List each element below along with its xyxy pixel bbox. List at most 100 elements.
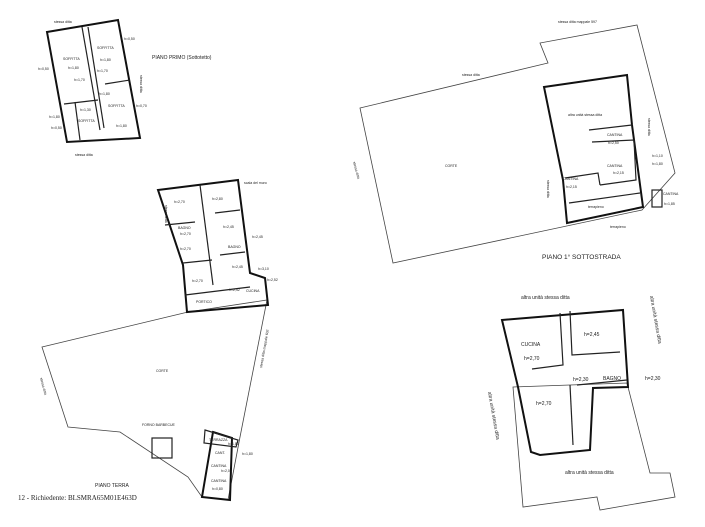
room-label: FORNO BARBECUE: [142, 423, 176, 427]
note-label: stessa ditta: [75, 153, 93, 157]
note-label: stessa ditta: [647, 118, 651, 136]
height-label: h=2,30: [573, 377, 589, 383]
room-label: SOFFITTA: [108, 104, 125, 108]
interior-wall: [569, 310, 621, 356]
plan-title: PIANO TERRA: [95, 483, 129, 489]
interior-wall: [164, 221, 196, 226]
height-label: h=2,52: [267, 278, 278, 282]
height-label: h=1,70: [97, 69, 108, 73]
plan-unita: CUCINA h=2,70 h=2,45 h=2,30 BAGNO h=2,30…: [486, 295, 676, 511]
height-label: h=2,50: [608, 141, 619, 145]
note-label: altra unità stessa ditta: [521, 295, 570, 301]
note-label: altra unità stessa ditta: [486, 391, 500, 440]
note-label: altra unità stessa ditta: [565, 470, 614, 476]
interior-wall: [576, 379, 628, 386]
height-label: h=1,85: [664, 202, 675, 206]
height-label: h=0,70: [136, 104, 147, 108]
interior-wall: [219, 251, 246, 256]
height-label: h=0,50: [124, 37, 135, 41]
interior-wall: [199, 184, 214, 286]
height-label: h=1,80: [652, 162, 663, 166]
note-label: terrapieno: [588, 205, 604, 209]
room-label: PORTICO: [196, 300, 212, 304]
cantina-small: [651, 189, 663, 208]
room-label: SOFFITTA: [78, 119, 95, 123]
interior-wall: [568, 192, 641, 204]
note-label: stessa ditta: [54, 20, 72, 24]
height-label: h=1,80: [99, 92, 110, 96]
plan-piano-sottostrada: CORTE altra unità stessa ditta CANTINA h…: [352, 20, 679, 264]
height-label: h=0,80: [212, 487, 223, 491]
room-label: CANT.: [215, 451, 225, 455]
plan-title: PIANO PRIMO (Sottotetto): [152, 55, 212, 61]
height-label: h=0,50: [51, 126, 62, 130]
height-label: h=2,70: [180, 247, 191, 251]
interior-wall: [564, 172, 601, 186]
plan-title: PIANO 1° SOTTOSTRADA: [542, 253, 621, 261]
interior-wall: [214, 209, 241, 214]
interior-wall: [87, 26, 105, 129]
height-label: h=1,80: [68, 66, 79, 70]
room-label: BAGNO: [178, 226, 191, 230]
building-outline: [542, 73, 645, 225]
height-label: h=2,42: [229, 288, 240, 292]
note-label: stessa ditta: [139, 75, 143, 93]
height-label: h=0,50: [38, 67, 49, 71]
height-label: h=2,70: [180, 232, 191, 236]
room-label: CUCINA: [521, 342, 541, 348]
building-outline: [45, 18, 142, 144]
height-label: h=1,80: [228, 442, 239, 446]
room-label: CUCINA: [246, 289, 260, 293]
room-label: CANTINA: [607, 133, 623, 137]
interior-wall: [74, 101, 81, 141]
height-label: h=2,80: [212, 197, 223, 201]
height-label: h=1,10: [652, 154, 663, 158]
interior-wall: [569, 384, 574, 446]
interior-wall: [104, 79, 131, 85]
room-label: CANTINA: [607, 164, 623, 168]
lot-outline: [359, 24, 676, 264]
plan-piano-terra: h=2,70 h=2,80 BAGNO h=2,70 h=2,45 h=2,45…: [39, 178, 278, 502]
height-label: h=1,30: [80, 108, 91, 112]
other-unit-label: altra unità stessa ditta: [568, 113, 602, 117]
room-label: CANTINA: [563, 177, 579, 181]
height-label: h=2,45: [223, 225, 234, 229]
height-label: h=1,80: [100, 58, 111, 62]
note-label: stessa ditta: [352, 161, 360, 179]
note-label: altra unità stessa ditta: [648, 295, 662, 344]
height-label: h=2,45: [252, 235, 263, 239]
room-label: BAGNO: [603, 376, 621, 382]
room-label: SOFFITTA: [97, 46, 114, 50]
note-label: stessa ditta mappale 602: [259, 329, 270, 368]
building-outline: [156, 178, 270, 314]
height-label: h=2,15: [613, 171, 624, 175]
interior-wall: [63, 99, 99, 105]
height-label: h=2,45: [232, 265, 243, 269]
room-label: SOFFITTA: [63, 57, 80, 61]
room-label: CANTINA: [211, 479, 227, 483]
height-label: h=2,15: [566, 185, 577, 189]
height-label: h=3,10: [258, 267, 269, 271]
corte-label: CORTE: [156, 369, 169, 373]
interior-wall: [184, 286, 251, 296]
interior-wall: [81, 26, 101, 131]
height-label: h=1,80: [242, 452, 253, 456]
room-label: CANTINA: [211, 464, 227, 468]
room-label: TERRAZZA: [209, 438, 228, 442]
height-label: h=2,70: [174, 200, 185, 204]
interior-wall: [588, 124, 633, 131]
lot-outline: [512, 382, 676, 511]
height-label: h=2,45: [584, 332, 600, 338]
room-label: CANTINA: [663, 192, 679, 196]
height-label: h=2,70: [192, 279, 203, 283]
height-label: h=2,70: [524, 356, 540, 362]
footer-applicant: 12 - Richiedente: BLSMRA65M01E463D: [18, 494, 137, 502]
note-label: stessa ditta: [462, 73, 480, 77]
interior-wall: [591, 139, 637, 186]
height-label: h=2,70: [536, 401, 552, 407]
height-label: h=1,70: [74, 78, 85, 82]
terrazza: [203, 429, 239, 448]
building-outline: [500, 308, 630, 457]
forno-barbecue: [151, 437, 173, 459]
height-label: h=1,80: [49, 115, 60, 119]
